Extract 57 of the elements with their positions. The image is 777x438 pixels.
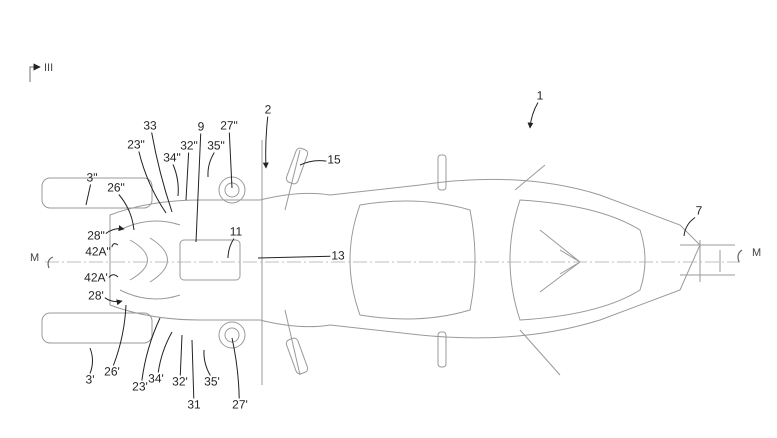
reference-numeral: 27'	[231, 398, 249, 412]
axis-label: M	[30, 252, 40, 264]
reference-numeral: 27"	[219, 120, 239, 132]
leader-line	[192, 340, 194, 399]
reference-numeral: 15	[326, 154, 342, 166]
reference-numeral: 28'	[87, 290, 105, 302]
leader-line	[186, 152, 190, 200]
leader-line	[203, 350, 211, 376]
reference-numeral: 11	[228, 226, 244, 238]
reference-numeral: 7	[694, 204, 704, 218]
reference-numeral: 1	[536, 90, 544, 102]
leader-line	[262, 116, 269, 169]
reference-numeral: 34"	[162, 152, 182, 164]
reference-numeral: 2	[264, 104, 272, 116]
reference-numeral: 28"	[86, 230, 106, 242]
leader-line	[141, 318, 160, 381]
reference-numeral: 23"	[126, 138, 146, 152]
reference-numeral: 34'	[147, 372, 165, 386]
reference-numeral: 26'	[103, 366, 121, 378]
leader-line	[232, 338, 240, 399]
leader-line	[528, 102, 538, 129]
reference-numeral: 32'	[171, 376, 189, 388]
reference-numeral: 32"	[179, 140, 199, 152]
leader-line	[180, 334, 182, 376]
reference-numeral: 33	[142, 120, 158, 132]
reference-numeral: 23'	[131, 380, 149, 394]
reference-numeral: 13	[330, 250, 346, 262]
leader-line	[105, 225, 125, 234]
leader-line	[228, 132, 232, 188]
leader-line	[112, 304, 126, 366]
leader-line	[172, 164, 179, 196]
reference-numeral: 26"	[106, 182, 126, 194]
reference-numeral: 42A"	[84, 246, 112, 258]
reference-numeral: 31	[186, 398, 202, 412]
reference-numeral: 35'	[203, 376, 221, 388]
reference-numeral: 9	[196, 120, 206, 134]
leader-line	[158, 332, 172, 373]
leader-line	[86, 184, 92, 206]
leader-line	[111, 243, 118, 248]
section-label: III	[44, 62, 54, 74]
leader-line	[118, 194, 134, 230]
leader-line	[258, 256, 331, 258]
reference-numeral: 3"	[86, 172, 98, 184]
leader-line	[684, 217, 696, 236]
reference-numeral: 35"	[206, 140, 226, 152]
leader-line	[151, 132, 172, 212]
axis-label: M	[752, 247, 762, 259]
reference-numeral: 42A'	[83, 272, 109, 284]
leader-line	[207, 152, 215, 178]
leader-line	[228, 238, 234, 258]
leader-line	[90, 348, 93, 374]
leader-line	[108, 274, 118, 278]
leader-line	[104, 297, 123, 306]
reference-numeral: 3'	[84, 374, 96, 386]
leader-line	[196, 133, 202, 242]
leader-line	[300, 160, 327, 166]
leader-line	[138, 151, 166, 214]
